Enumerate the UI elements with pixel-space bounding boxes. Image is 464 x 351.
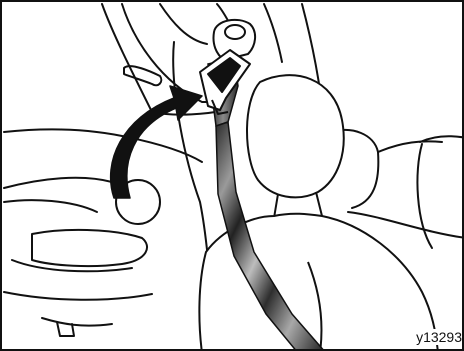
figure-code: y13293: [412, 329, 462, 345]
curved-arrow-icon: [111, 86, 202, 198]
